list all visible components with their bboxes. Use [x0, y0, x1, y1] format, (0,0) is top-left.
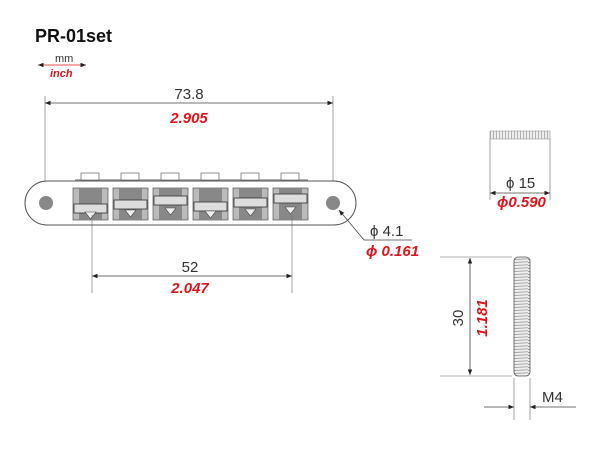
saddle — [72, 172, 109, 221]
stud-drawing: 30 1.181 M4 — [440, 256, 576, 420]
unit-mm: mm — [55, 53, 73, 65]
thread-size: M4 — [542, 389, 563, 406]
bridge-body — [24, 172, 357, 226]
page-title: PR-01set — [35, 26, 112, 46]
saddle — [112, 172, 149, 221]
post-hole-diameter-callout: ϕ 4.1 ϕ 0.161 — [338, 209, 419, 260]
unit-inch: inch — [50, 68, 73, 80]
post-hole-diameter-inch: ϕ 0.161 — [366, 243, 419, 260]
string-spacing-inch: 2.047 — [170, 280, 209, 297]
saddle — [152, 172, 189, 221]
post-hole-diameter-mm: ϕ 4.1 — [370, 223, 403, 240]
overall-length-inch: 2.905 — [169, 110, 208, 127]
string-spacing-dimension: 52 2.047 — [91, 215, 293, 297]
post-hole-right — [326, 196, 340, 210]
saddle — [232, 172, 269, 221]
stud-length-mm: 30 — [450, 310, 467, 327]
post-hole-left — [39, 196, 53, 210]
knob-diameter-mm: ϕ 15 — [506, 175, 535, 192]
saddle — [192, 172, 229, 221]
saddles — [72, 172, 309, 221]
string-spacing-mm: 52 — [182, 259, 199, 276]
overall-length-mm: 73.8 — [174, 86, 203, 103]
stud-length-inch: 1.181 — [474, 299, 491, 337]
unit-legend: mm inch — [38, 53, 86, 80]
overall-length-dimension: 73.8 2.905 — [44, 86, 334, 196]
saddle — [272, 172, 309, 221]
thumbwheel-drawing: ϕ 15 ϕ0.590 — [489, 130, 551, 211]
knob-diameter-inch: ϕ0.590 — [497, 194, 547, 211]
